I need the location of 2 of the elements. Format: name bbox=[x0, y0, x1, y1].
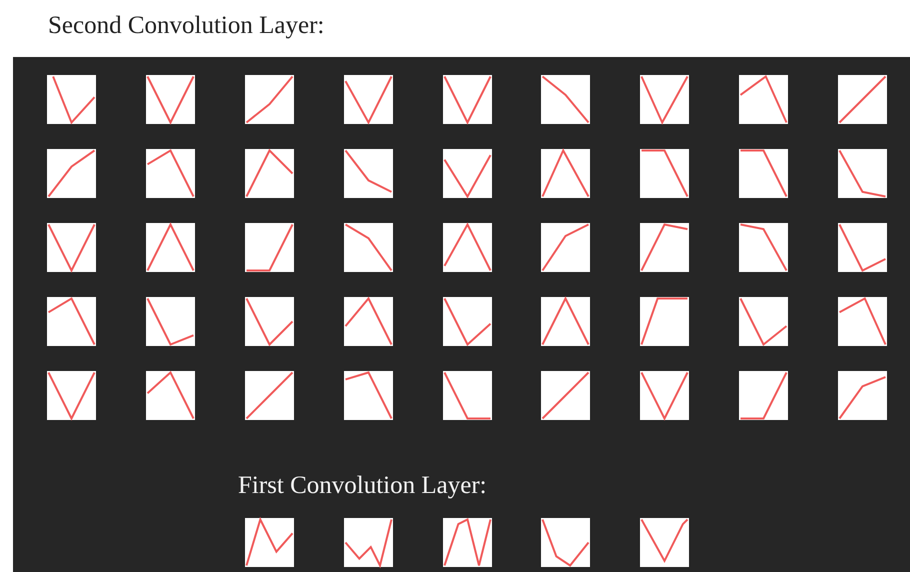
section-heading: First Convolution Layer: bbox=[238, 472, 487, 500]
chart-title: Second Convolution Layer: bbox=[48, 12, 324, 40]
